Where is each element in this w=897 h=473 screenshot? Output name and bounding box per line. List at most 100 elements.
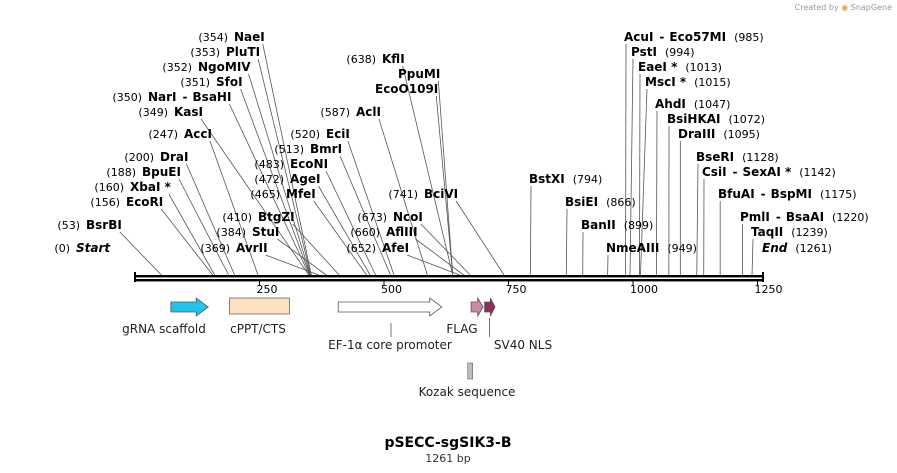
site-nari: (350)NarI-BsaHI (112, 90, 231, 104)
site-name-label: BanII (581, 218, 616, 232)
site-leader-line (420, 223, 471, 276)
site-leader-line (265, 254, 319, 276)
site-position-label: (1142) (799, 166, 836, 179)
site-name-label-2: BsaAI (786, 210, 824, 224)
site-bstxi: BstXI(794) (529, 172, 602, 186)
site-separator: - (776, 210, 781, 224)
ruler-tick-label: 250 (257, 283, 278, 296)
site-btgzi: (410) BtgZI (222, 210, 294, 224)
site-position-label: (1015) (694, 76, 731, 89)
site-name-label: DraI (160, 150, 188, 164)
site-position-label: (866) (606, 196, 636, 209)
site-bpuei: (188) BpuEI (106, 165, 181, 179)
site-position-label: (899) (624, 219, 654, 232)
site-nmeaiii: NmeAIII(949) (606, 241, 697, 255)
feature-label: SV40 NLS (494, 338, 552, 352)
site-position-label: (794) (573, 173, 603, 186)
feature-shape (170, 297, 209, 317)
site-name-label: BtgZI (258, 210, 295, 224)
feature-label: EF-1α core promoter (328, 338, 452, 352)
site-leader-line (257, 58, 312, 276)
site-position-label: (1072) (729, 113, 766, 126)
site-position-label: (1239) (791, 226, 828, 239)
site-name-label: NcoI (393, 210, 423, 224)
site-position-label: (465) (250, 188, 280, 201)
site-bcivi: (741)BciVI (388, 187, 458, 201)
site-csii: CsiI-SexAI *(1142) (702, 165, 836, 179)
site-leader-line (437, 80, 454, 276)
site-mfei: (465)MfeI (250, 187, 315, 201)
site-position-label: (673) (357, 211, 387, 224)
site-name-label: EcoRI (126, 195, 163, 209)
site-name-label: KflI (382, 52, 405, 66)
site-position-label: (350) (112, 91, 142, 104)
credit: Created by ◉ SnapGene (795, 3, 892, 12)
site-position-label: (1220) (832, 211, 869, 224)
site-leader-line (160, 208, 214, 276)
site-leaders (119, 43, 754, 276)
site-name-label: BseRI (696, 150, 734, 164)
site-labels: (0)Start(53)BsrBI(156)EcoRI(160)XbaI *(1… (54, 30, 868, 255)
feature-sv40-nls: SV40 NLS (484, 297, 552, 352)
site-name-label: AflIII (386, 225, 418, 239)
site-position-label: (1261) (795, 242, 832, 255)
site-acli: (587)AclI (320, 105, 381, 119)
site-name-label: AcuI (624, 30, 653, 44)
site-name-label: MscI * (645, 75, 687, 89)
sequence-length: 1261 bp (425, 452, 470, 465)
site-name-label: BpuEI (142, 165, 181, 179)
credit-prefix: Created by (794, 3, 839, 12)
site-position-label: (638) (346, 53, 376, 66)
site-leader-line (640, 88, 648, 276)
site-pluti: (353)PluTI (190, 45, 260, 59)
site-ncoi: (673) NcoI (357, 210, 422, 224)
snapgene-logo-icon: ◉ (841, 3, 849, 12)
site-bsrbi: (53)BsrBI (57, 218, 121, 232)
site-position-label: (587) (320, 106, 350, 119)
site-leader-line (168, 193, 216, 276)
site-eaei: EaeI *(1013) (638, 60, 722, 74)
site-leader-line (325, 170, 376, 276)
backbone-top-strand (135, 275, 763, 278)
site-leader-line (435, 95, 454, 276)
feature-shape (467, 362, 473, 380)
site-avrii: (369)AvrII (200, 241, 267, 255)
site-sfoi: (351)SfoI (180, 75, 242, 89)
site-position-label: (652) (346, 242, 376, 255)
site-name-label: PpuMI (398, 67, 440, 81)
ruler-tick-label: 1250 (755, 283, 783, 296)
site-name-label: End (762, 241, 788, 255)
site-leader-line (119, 231, 162, 276)
feature-shape (484, 297, 496, 317)
site-position-label: (188) (106, 166, 136, 179)
site-position-label: (410) (222, 211, 252, 224)
site-separator: - (733, 165, 738, 179)
site-msci: MscI * (1015) (645, 75, 731, 89)
site-name-label: BsrBI (86, 218, 122, 232)
site-leader-line (696, 163, 699, 276)
site-leader-line (292, 223, 340, 276)
site-position-label: (351) (180, 76, 210, 89)
site-position-label: (1128) (742, 151, 779, 164)
site-position-label: (353) (190, 46, 220, 59)
site-leader-line (186, 163, 235, 276)
site-name-label: PstI (631, 45, 657, 59)
site-leader-line (629, 58, 634, 276)
feature-shape (229, 297, 290, 315)
feature-kozak-sequence: Kozak sequence (419, 362, 516, 399)
site-position-label: (1095) (723, 128, 760, 141)
feature-ef-1-core-promoter: EF-1α core promoter (328, 297, 452, 352)
ruler-tick-label: 500 (381, 283, 402, 296)
site-ecii: (520)EciI (290, 127, 349, 141)
site-leader-line (565, 208, 568, 276)
site-name-label: BfuAI (718, 187, 755, 201)
site-leader-line (240, 88, 311, 276)
site-naei: (354)NaeI (198, 30, 264, 44)
site-position-label: (0) (54, 242, 70, 255)
site-name-label: EciI (326, 127, 350, 141)
feature-cppt-cts: cPPT/CTS (229, 297, 290, 336)
site-position-label: (352) (162, 61, 192, 74)
site-position-label: (472) (254, 173, 284, 186)
feature-label: Kozak sequence (419, 385, 516, 399)
